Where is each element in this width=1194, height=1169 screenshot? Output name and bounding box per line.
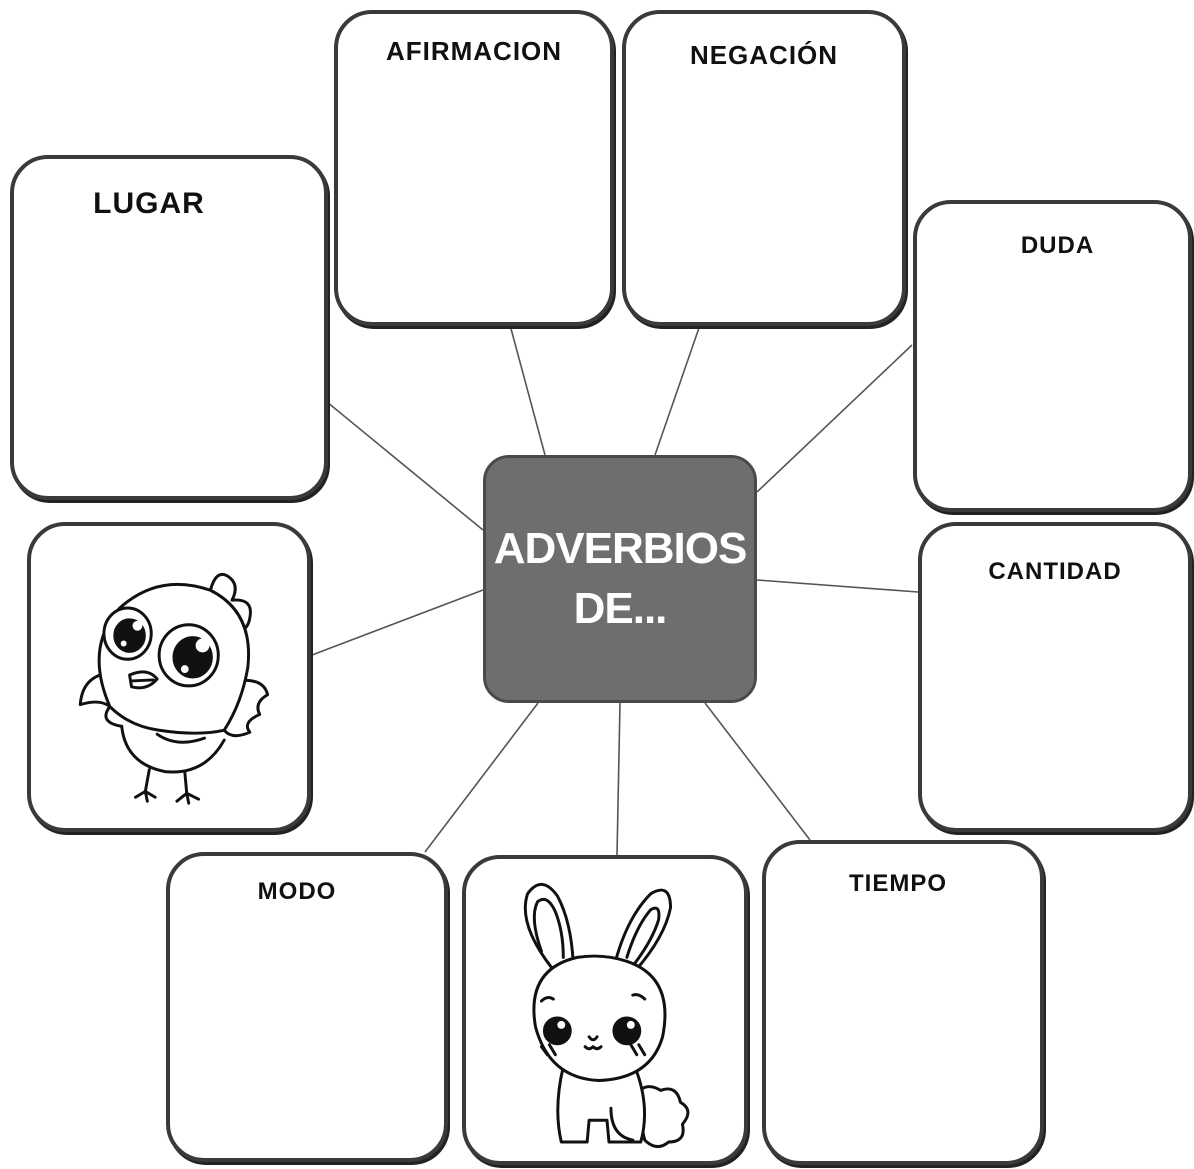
chick-drawing [78, 572, 270, 805]
bunny-drawing [523, 882, 690, 1149]
connector-negacion [654, 324, 701, 456]
box-afirmacion[interactable]: AFIRMACION [334, 10, 614, 326]
label-cantidad: CANTIDAD [988, 558, 1122, 585]
connector-cantidad [756, 579, 919, 593]
box-bunny [462, 855, 748, 1165]
label-negacion: NEGACIÓN [689, 40, 839, 70]
label-tiempo: TIEMPO [848, 870, 947, 897]
label-modo: MODO [257, 878, 337, 905]
box-lugar[interactable]: LUGAR [10, 155, 328, 500]
label-duda: DUDA [1020, 232, 1095, 259]
connector-chick [311, 589, 484, 656]
center-title-line2: DE... [573, 584, 668, 633]
box-negacion[interactable]: NEGACIÓN [622, 10, 906, 326]
connector-afirmacion [509, 324, 546, 456]
box-duda[interactable]: DUDA [913, 200, 1192, 512]
center-title-line1: ADVERBIOS [493, 524, 748, 573]
box-tiempo[interactable]: TIEMPO [762, 840, 1044, 1165]
box-chick [27, 522, 311, 832]
box-cantidad[interactable]: CANTIDAD [918, 522, 1192, 832]
connector-lugar [326, 401, 484, 531]
box-modo[interactable]: MODO [166, 852, 448, 1162]
center-topic: ADVERBIOS DE... [483, 455, 757, 703]
label-afirmacion: AFIRMACION [385, 36, 563, 66]
connector-duda [756, 344, 913, 493]
connector-bunny [616, 702, 621, 856]
connector-tiempo [704, 702, 811, 841]
label-lugar: LUGAR [93, 187, 205, 220]
connector-modo [424, 702, 539, 853]
